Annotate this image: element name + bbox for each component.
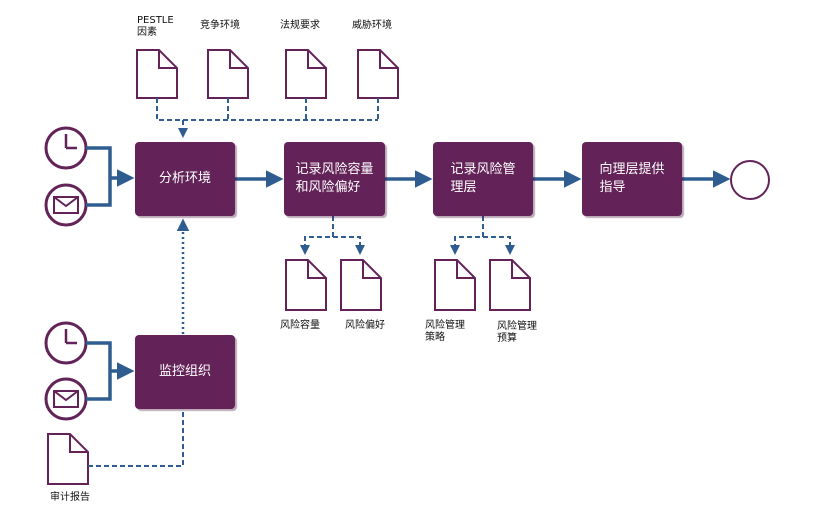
process-provide-guidance: 向理层提供 指导	[582, 142, 682, 216]
trigger-connector	[86, 146, 135, 401]
doc-label-regulation: 法规要求	[280, 20, 320, 31]
doc-label-risk-strategy: 风险管理 策略	[425, 320, 465, 343]
doc-label-threat: 威胁环境	[352, 20, 392, 31]
document-icon	[136, 49, 178, 99]
mail-icon	[44, 377, 88, 421]
document-icon	[207, 49, 249, 99]
document-icon	[285, 259, 327, 311]
document-icon	[340, 259, 382, 311]
document-icon	[47, 433, 89, 485]
doc-label-risk-capacity: 风险容量	[280, 320, 320, 331]
end-circle-icon	[730, 160, 770, 200]
audit-connector	[88, 410, 184, 467]
doc-label-risk-budget: 风险管理 预算	[497, 321, 537, 344]
clock-icon	[44, 321, 88, 365]
document-icon	[285, 49, 327, 99]
doc-label-risk-appetite: 风险偏好	[345, 320, 385, 331]
doc-label-pestle: PESTLE 因素	[137, 15, 174, 38]
document-icon	[357, 49, 399, 99]
process-record-risk-capacity: 记录风险容量 和风险偏好	[284, 142, 385, 216]
document-icon	[489, 259, 531, 311]
document-icon	[434, 259, 476, 311]
process-analyze-environment: 分析环境	[135, 142, 235, 216]
output-connector	[300, 216, 515, 255]
input-connector	[156, 98, 379, 138]
mail-icon	[44, 183, 88, 227]
clock-icon	[44, 126, 88, 170]
process-record-risk-management: 记录风险管 理层	[433, 142, 533, 216]
process-monitor-organization: 监控组织	[135, 335, 235, 409]
doc-label-competition: 竞争环境	[200, 20, 240, 31]
doc-label-audit-report: 审计报告	[50, 492, 90, 503]
